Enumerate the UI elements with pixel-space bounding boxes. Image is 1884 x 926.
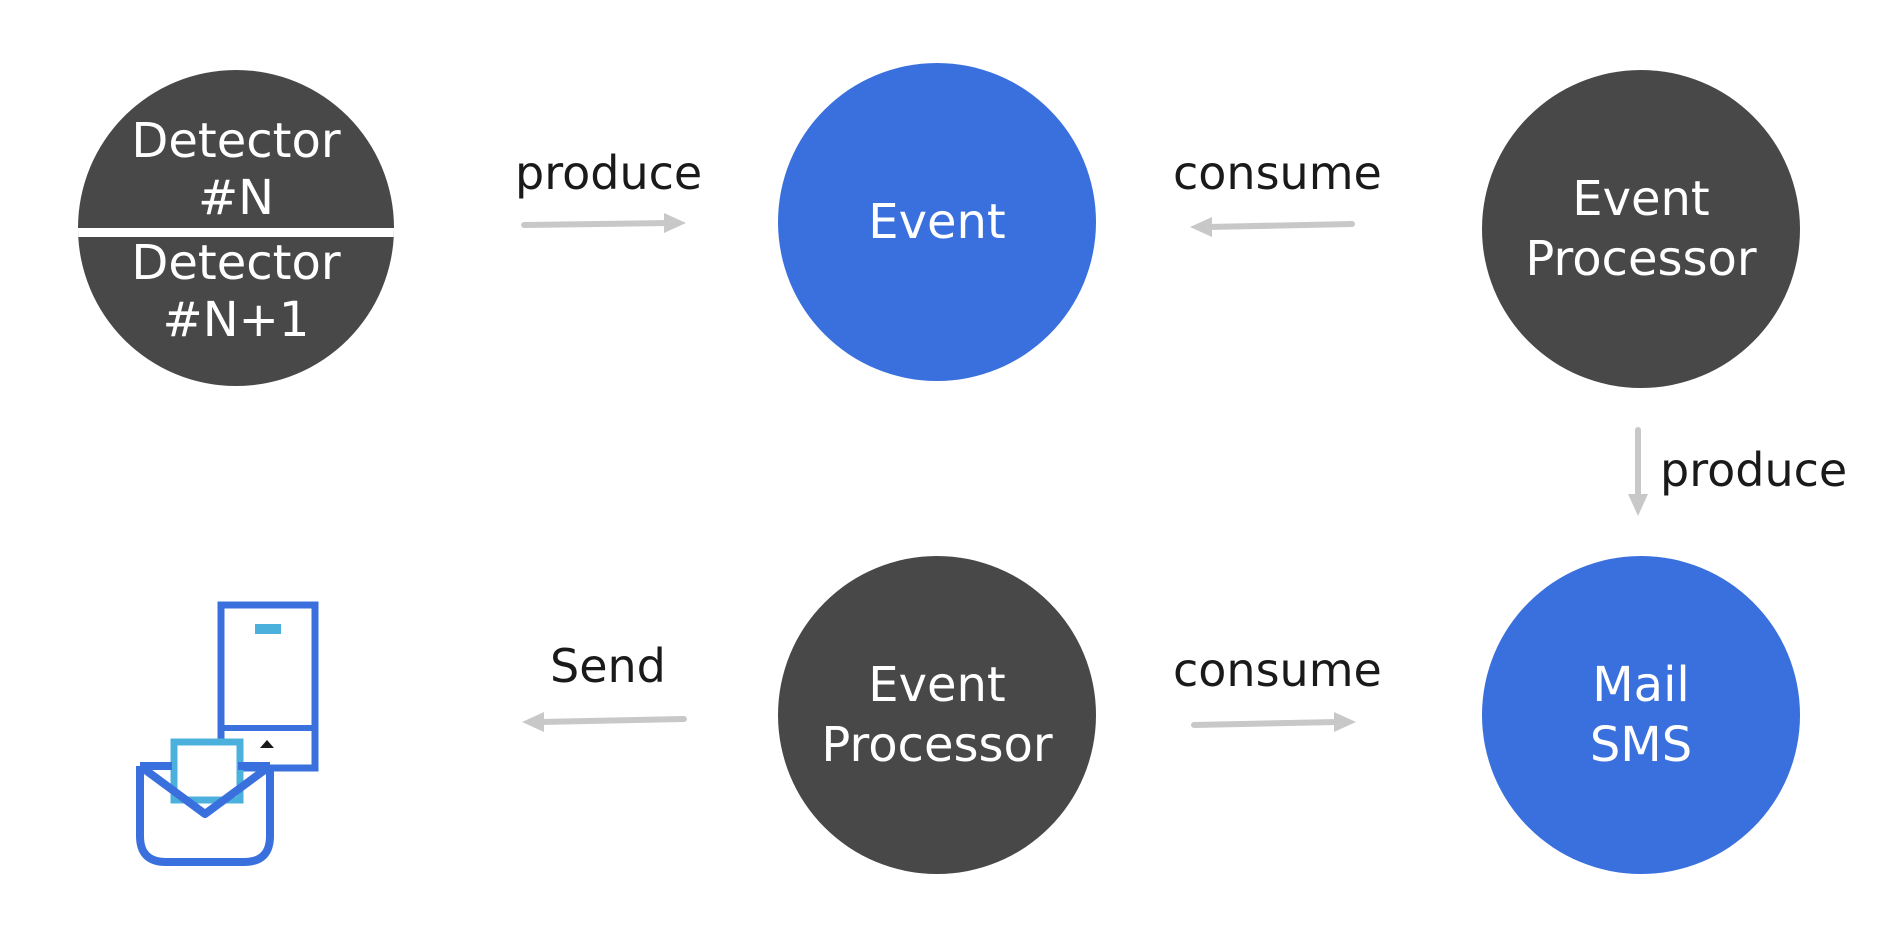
detector-divider [78, 228, 394, 237]
event-processor-bottom-node: Event Processor [778, 556, 1096, 874]
event-processor-top-label-line2: Processor [1525, 231, 1757, 287]
edge-label-produce-top: produce [515, 146, 703, 200]
event-processor-bottom-label-line1: Event [868, 657, 1006, 713]
arrow-processor-to-device [522, 712, 687, 732]
detector-n-section: Detector #N [78, 70, 394, 228]
arrow-processor-to-mail [1628, 427, 1648, 516]
detector-n-plus-1-label-line1: Detector [131, 234, 341, 291]
edge-label-send: Send [550, 639, 666, 693]
arrow-processor-to-event [1190, 217, 1355, 237]
edge-label-consume-top: consume [1173, 146, 1382, 200]
detector-n-label-line1: Detector [131, 113, 341, 170]
mail-sms-label-line1: Mail [1592, 657, 1690, 713]
edge-label-produce-right: produce [1660, 443, 1848, 497]
event-processor-top-label-line1: Event [1572, 171, 1710, 227]
detector-n-plus-1-section: Detector #N+1 [78, 234, 394, 386]
detector-node: Detector #N Detector #N+1 [78, 70, 394, 386]
mail-sms-node: Mail SMS [1482, 556, 1800, 874]
edge-label-consume-bottom: consume [1173, 643, 1382, 697]
detector-n-plus-1-label-line2: #N+1 [162, 291, 310, 348]
event-processor-bottom-label-line2: Processor [821, 717, 1053, 773]
event-node: Event [778, 63, 1096, 381]
phone-and-mail-icon [136, 601, 319, 866]
event-processor-top-node: Event Processor [1482, 70, 1800, 388]
arrow-detector-to-event [521, 213, 686, 233]
detector-n-label-line2: #N [197, 170, 275, 226]
mail-sms-label-line2: SMS [1589, 717, 1693, 773]
event-label: Event [868, 194, 1006, 250]
arrow-processor-to-mail-consume [1191, 712, 1356, 732]
